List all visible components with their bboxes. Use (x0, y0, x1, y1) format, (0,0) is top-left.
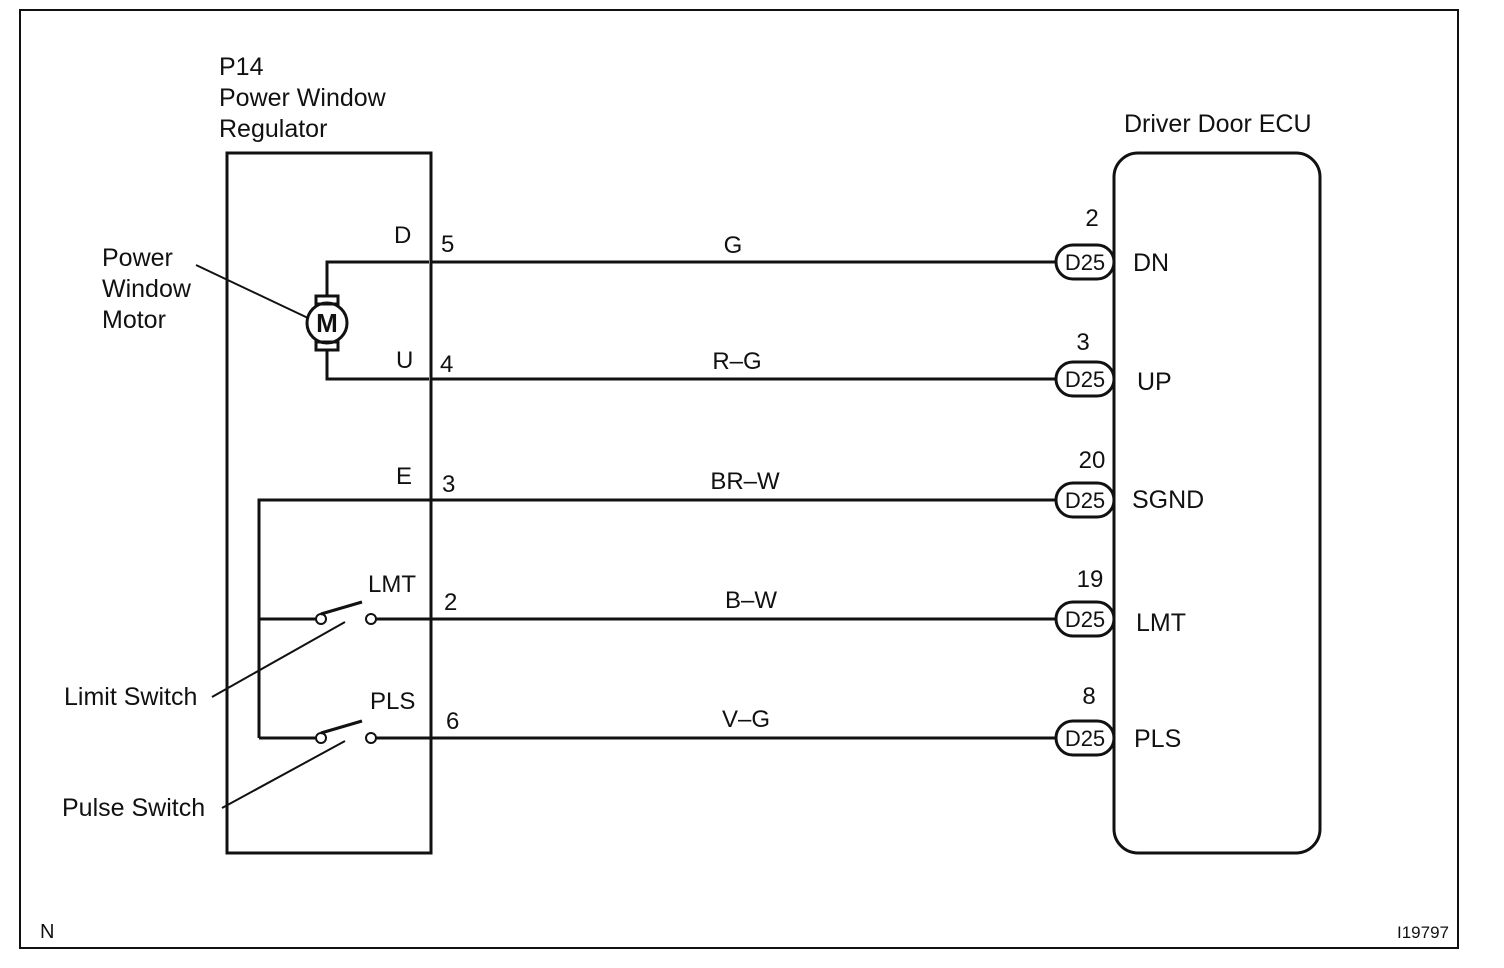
connector-label: D25 (1065, 607, 1105, 632)
limit-switch (315, 600, 431, 625)
wire-color-v-g: V–G (722, 706, 770, 733)
ecu-title: Driver Door ECU (1124, 110, 1312, 138)
circuit-up: U 4 R–G 3 D25 UP (396, 329, 1172, 398)
corner-label-left: N (40, 921, 54, 943)
ecu-term-sgnd: SGND (1132, 486, 1204, 514)
reg-term-u: U (396, 347, 413, 374)
ecu-term-up: UP (1137, 368, 1172, 396)
ecu-term-pls: PLS (1134, 725, 1181, 753)
connector-d25 (1054, 719, 1116, 757)
reg-pin-5: 5 (441, 231, 454, 258)
power-window-motor: M (305, 260, 429, 381)
regulator-code: P14 (219, 53, 264, 81)
connector-label: D25 (1065, 488, 1105, 513)
connector-label: D25 (1065, 726, 1105, 751)
pulse-switch-leader (221, 740, 346, 809)
reg-term-e: E (396, 463, 412, 490)
reg-term-pls: PLS (370, 688, 415, 715)
wire-color-r-g: R–G (712, 348, 761, 375)
pulse-switch (315, 719, 431, 744)
motor-label-line1: Power (102, 244, 173, 272)
pulse-switch-label: Pulse Switch (62, 794, 205, 822)
reg-pin-2: 2 (444, 589, 457, 616)
ecu-pin-3: 3 (1076, 329, 1089, 356)
ecu-term-dn: DN (1133, 249, 1169, 277)
reg-pin-3: 3 (442, 471, 455, 498)
connector-d25 (1054, 600, 1116, 638)
ground-bus (257, 498, 431, 738)
motor-symbol: M (316, 308, 338, 338)
connector-d25 (1054, 243, 1116, 281)
limit-switch-label: Limit Switch (64, 683, 197, 711)
regulator-title-line2: Regulator (219, 115, 327, 143)
wire-color-br-w: BR–W (710, 468, 780, 495)
motor-label-line3: Motor (102, 306, 166, 334)
connector-d25 (1054, 481, 1116, 519)
circuit-sgnd: E 3 BR–W 20 D25 SGND (396, 447, 1204, 519)
reg-pin-4: 4 (440, 351, 453, 378)
wire-color-g: G (724, 232, 743, 259)
reg-term-lmt: LMT (368, 571, 416, 598)
regulator-title-line1: Power Window (219, 84, 387, 112)
outer-frame (19, 9, 1459, 949)
motor-label-line2: Window (102, 275, 192, 303)
ecu-pin-19: 19 (1077, 566, 1104, 593)
ecu-term-lmt: LMT (1136, 609, 1186, 637)
motor-leader (195, 264, 309, 319)
figure-id: I19797 (1397, 923, 1449, 942)
ecu-pin-2: 2 (1085, 205, 1098, 232)
connector-label: D25 (1065, 250, 1105, 275)
limit-switch-leader (211, 621, 346, 698)
ecu-pin-20: 20 (1079, 447, 1106, 474)
ecu-pin-8: 8 (1082, 683, 1095, 710)
wire-color-b-w: B–W (725, 587, 777, 614)
regulator-box (225, 151, 433, 855)
connector-label: D25 (1065, 367, 1105, 392)
connector-d25 (1054, 360, 1116, 398)
circuit-dn: D 5 G 2 D25 DN (394, 205, 1169, 281)
reg-pin-6: 6 (446, 708, 459, 735)
circuit-lmt: LMT 2 B–W 19 D25 LMT (368, 566, 1186, 638)
reg-term-d: D (394, 222, 411, 249)
circuit-pls: PLS 6 V–G 8 D25 PLS (370, 683, 1181, 757)
